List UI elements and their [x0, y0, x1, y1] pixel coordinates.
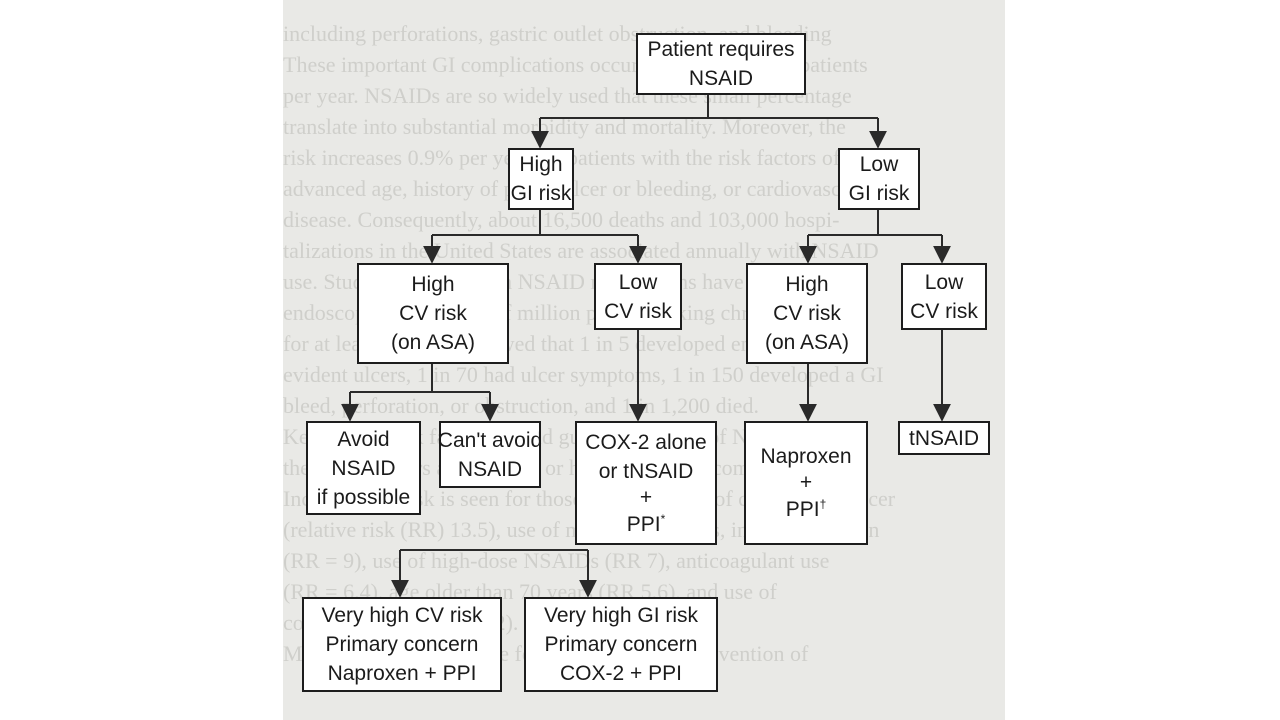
avoid-nsaid-box: Avoid NSAID if possible [306, 421, 421, 515]
low-gi-risk-box: Low GI risk [838, 148, 920, 210]
node-text: tNSAID [908, 426, 979, 450]
node-text: Can't avoid [437, 428, 543, 452]
node-text: Avoid [337, 427, 390, 451]
bg-line: talizations in the United States are ass… [283, 238, 879, 263]
node-text: PPI [785, 498, 820, 521]
bg-line: advanced age, history of peptic ulcer or… [283, 176, 875, 201]
bg-line: (RR = 9), use of high-dose NSAIDs (RR 7)… [283, 548, 830, 573]
node-text: Naproxen + PPI [327, 662, 477, 685]
node-text: COX-2 + PPI [560, 662, 682, 685]
bg-line: bleed, perforation, or obstruction, and … [283, 393, 759, 418]
edge-high-gi-split [432, 210, 638, 236]
very-high-gi-risk-box: Very high GI risk Primary concern COX-2 … [524, 597, 718, 692]
bg-line: disease. Consequently, about 16,500 deat… [283, 207, 840, 232]
node-text: Low [924, 270, 964, 294]
node-text: (on ASA) [764, 331, 850, 354]
node-text: NSAID [331, 456, 396, 480]
node-text: Primary concern [325, 633, 479, 656]
node-text: Low [618, 270, 658, 294]
cox2-or-tnsaid-ppi-box: COX-2 alone or tNSAID + PPI* [575, 421, 717, 545]
edge-low-gi-split [808, 210, 942, 236]
plus-sign: + [639, 485, 653, 509]
node-text: CV risk [910, 299, 978, 323]
node-text: High [519, 153, 563, 176]
node-text: GI risk [848, 182, 910, 205]
high-cv-risk-box-right: High CV risk (on ASA) [746, 263, 868, 364]
plus-sign: + [799, 471, 813, 494]
node-text: NSAID [688, 67, 754, 90]
node-text: High [785, 273, 829, 296]
naproxen-ppi-box: Naproxen + PPI† [744, 421, 868, 545]
node-text: High [411, 273, 455, 296]
bg-line: evident ulcers, 1 in 70 had ulcer sympto… [283, 362, 884, 387]
edge-high-cv-1-split [350, 364, 490, 393]
node-text: Naproxen [760, 445, 852, 468]
node-text: CV risk [604, 299, 672, 323]
cant-avoid-nsaid-box: Can't avoid NSAID [437, 421, 543, 488]
high-cv-risk-box-left: High CV risk (on ASA) [357, 263, 509, 364]
node-text: COX-2 alone [585, 430, 707, 454]
very-high-cv-risk-box: Very high CV risk Primary concern Naprox… [302, 597, 502, 692]
footnote-mark: † [819, 497, 827, 511]
node-text: CV risk [399, 302, 467, 325]
node-text: CV risk [773, 302, 841, 325]
node-text: NSAID [457, 457, 523, 481]
low-cv-risk-box-left: Low CV risk [594, 263, 682, 330]
tnsaid-box: tNSAID [898, 421, 990, 455]
ppi-line: PPI† [786, 495, 827, 524]
node-text: or tNSAID [598, 459, 694, 483]
high-gi-risk-box: High GI risk [508, 148, 574, 210]
ppi-line: PPI* [627, 510, 666, 539]
node-text: Very high GI risk [543, 604, 699, 627]
node-text: Low [859, 153, 899, 176]
node-text: if possible [316, 485, 411, 509]
patient-requires-nsaid-box: Patient requires NSAID [636, 33, 806, 95]
node-text: Primary concern [544, 633, 698, 656]
node-text: Patient requires [647, 38, 795, 61]
edge-patient-split [540, 95, 878, 119]
node-text: Very high CV risk [321, 604, 483, 627]
node-text: (on ASA) [390, 331, 476, 354]
low-cv-risk-box-right: Low CV risk [901, 263, 987, 330]
node-text: PPI [626, 512, 661, 536]
footnote-mark: * [660, 511, 666, 526]
node-text: GI risk [510, 182, 572, 205]
